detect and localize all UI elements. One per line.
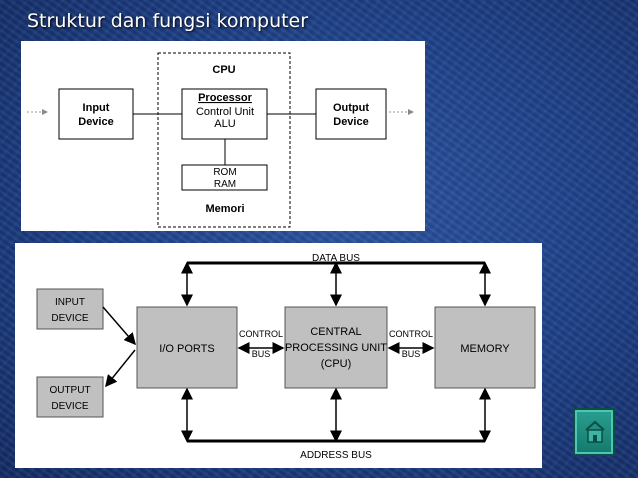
rom-label: ROM <box>213 167 236 178</box>
home-button[interactable] <box>573 408 615 456</box>
data-bus-label: DATA BUS <box>312 253 360 264</box>
control-bus-left-label-2: BUS <box>252 349 271 359</box>
input-device-box <box>36 288 104 330</box>
input-device-label-2: Device <box>78 116 113 128</box>
home-icon <box>585 420 605 443</box>
output-device-box <box>315 88 387 140</box>
output-device-box <box>36 376 104 418</box>
memory-label: MEMORY <box>460 343 510 355</box>
io-ports-box <box>136 306 238 389</box>
rom-ram-box <box>181 164 268 191</box>
input-device-box <box>58 88 134 140</box>
cpu-label-3: (CPU) <box>321 358 352 370</box>
output-device-label-2: Device <box>333 116 368 128</box>
input-to-io-arrow <box>102 306 136 346</box>
ram-label: RAM <box>214 179 236 190</box>
input-device-label-1: INPUT <box>55 297 85 308</box>
output-device-label-2: DEVICE <box>51 401 89 412</box>
cpu-box <box>284 306 388 389</box>
output-device-label-1: Output <box>333 102 369 114</box>
output-device-label-1: OUTPUT <box>49 385 90 396</box>
processor-box <box>181 88 268 140</box>
address-bus-label: ADDRESS BUS <box>300 450 372 461</box>
cpu-label-1: CENTRAL <box>310 326 361 338</box>
cpu-label: CPU <box>212 64 235 76</box>
control-unit-label: Control Unit <box>196 106 254 118</box>
input-device-label-2: DEVICE <box>51 313 89 324</box>
control-bus-left-label-1: CONTROL <box>239 329 283 339</box>
cpu-label-2: PROCESSING UNIT <box>285 342 387 354</box>
slide-title: Struktur dan fungsi komputer <box>27 10 309 32</box>
io-to-output-arrow <box>105 349 136 388</box>
alu-label: ALU <box>214 118 235 130</box>
diagram-top-panel: Input Device CPU Processor Control Unit … <box>21 41 425 231</box>
diagram-bottom-panel: DATA BUS ADDRESS BUS INPUT DEVICE OUTPUT… <box>15 243 542 468</box>
processor-label: Processor <box>198 92 253 104</box>
block-diagram-cpu: Input Device CPU Processor Control Unit … <box>27 52 414 228</box>
memori-label: Memori <box>205 203 244 215</box>
io-ports-label: I/O PORTS <box>159 343 214 355</box>
control-bus-right-label-1: CONTROL <box>389 329 433 339</box>
control-bus-right-label-2: BUS <box>402 349 421 359</box>
cpu-container <box>157 52 291 228</box>
memory-box <box>434 306 536 389</box>
input-device-label-1: Input <box>83 102 110 114</box>
bus-architecture-diagram: DATA BUS ADDRESS BUS INPUT DEVICE OUTPUT… <box>36 253 536 461</box>
